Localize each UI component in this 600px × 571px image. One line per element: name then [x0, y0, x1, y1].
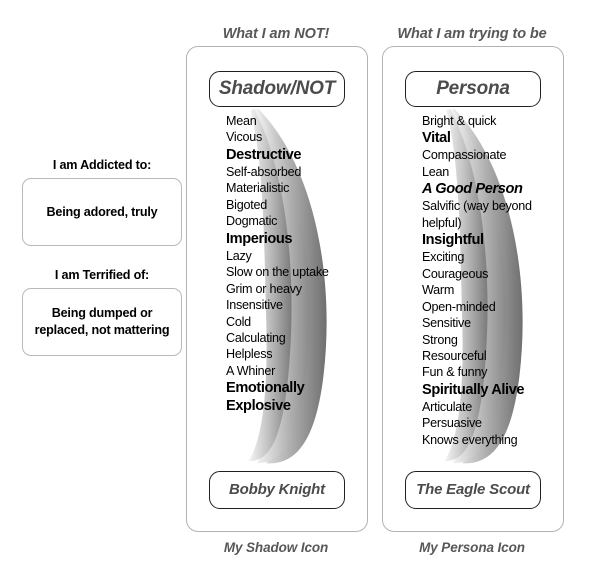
- trait-item: Courageous: [422, 266, 489, 281]
- persona-icon-label: The Eagle Scout: [416, 480, 530, 498]
- trait-item: Salvific (way beyond helpful): [422, 199, 532, 230]
- trait-item: Calculating: [226, 330, 286, 345]
- trait-item: Vicous: [226, 130, 263, 145]
- trait-item: Materialistic: [226, 181, 290, 196]
- trait-item: Slow on the uptake: [226, 265, 329, 280]
- trait-item: Persuasive: [422, 416, 482, 431]
- trait-item: Strong: [422, 332, 458, 347]
- terrified-value-box[interactable]: Being dumped or replaced, not mattering: [22, 288, 182, 356]
- trait-item: Warm: [422, 283, 455, 298]
- persona-icon-box[interactable]: The Eagle Scout: [405, 471, 541, 509]
- addicted-label: I am Addicted to:: [52, 158, 152, 172]
- trait-item: Insightful: [422, 232, 484, 249]
- trait-item: A Good Person: [422, 181, 523, 198]
- trait-item: Sensitive: [422, 316, 471, 331]
- terrified-label: I am Terrified of:: [54, 268, 150, 282]
- shadow-icon-box[interactable]: Bobby Knight: [209, 471, 345, 509]
- trait-item: Knows everything: [422, 432, 518, 447]
- trait-item: Fun & funny: [422, 365, 488, 380]
- shadow-archetype-label: Shadow/NOT: [218, 78, 336, 100]
- trait-item: Exciting: [422, 250, 465, 265]
- trait-item: Vital: [422, 130, 451, 147]
- shadow-column-caption: What I am NOT!: [222, 26, 330, 42]
- trait-item: Insensitive: [226, 298, 283, 313]
- trait-item: Compassionate: [422, 148, 507, 163]
- trait-item: Grim or heavy: [226, 281, 302, 296]
- trait-item: Lazy: [226, 248, 252, 263]
- addicted-value-box[interactable]: Being adored, truly: [22, 178, 182, 246]
- trait-item: A Whiner: [226, 363, 276, 378]
- trait-item: Helpless: [226, 347, 273, 362]
- shadow-column-footer: My Shadow Icon: [223, 540, 329, 555]
- terrified-value: Being dumped or replaced, not mattering: [34, 306, 170, 337]
- trait-item: Spiritually Alive: [422, 381, 525, 398]
- trait-item: Articulate: [422, 399, 472, 414]
- shadow-archetype-box[interactable]: Shadow/NOT: [209, 71, 345, 107]
- persona-column-footer: My Persona Icon: [419, 540, 525, 555]
- trait-item: Dogmatic: [226, 214, 278, 229]
- trait-item: Mean: [226, 114, 257, 128]
- trait-item: Bigoted: [226, 197, 267, 212]
- persona-column-caption: What I am trying to be: [397, 26, 547, 42]
- trait-item: Destructive: [226, 146, 302, 163]
- shadow-icon-label: Bobby Knight: [229, 480, 325, 498]
- addicted-value: Being adored, truly: [46, 204, 158, 219]
- trait-item: Lean: [422, 164, 450, 179]
- persona-archetype-box[interactable]: Persona: [405, 71, 541, 107]
- trait-item: Cold: [226, 314, 251, 329]
- trait-item: Emotionally Explosive: [226, 380, 305, 415]
- trait-item: Self-absorbed: [226, 164, 302, 179]
- trait-item: Imperious: [226, 230, 293, 247]
- persona-archetype-label: Persona: [436, 78, 510, 100]
- trait-item: Open-minded: [422, 299, 496, 314]
- trait-item: Bright & quick: [422, 114, 497, 128]
- trait-item: Resourceful: [422, 348, 487, 363]
